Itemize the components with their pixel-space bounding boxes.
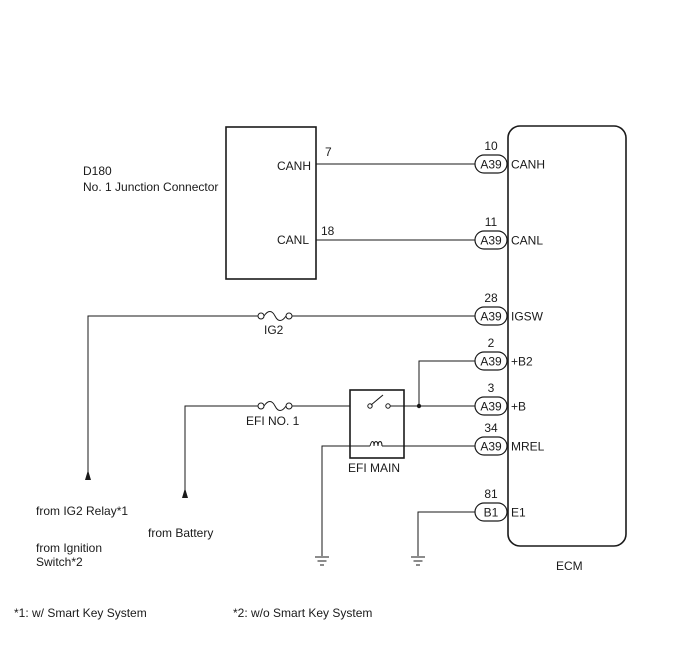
ecm-pin-canl-number: 11	[485, 215, 498, 229]
ecm-pin-igsw-connector: A39	[480, 310, 502, 324]
source-ig2-relay: from IG2 Relay*1	[36, 504, 128, 518]
ecm-pin-igsw: A39 28 IGSW	[474, 291, 544, 326]
junction-code: D180	[83, 164, 112, 178]
ecm-pin-mrel: A39 34 MREL	[474, 421, 545, 456]
ecm-pin-igsw-number: 28	[484, 291, 498, 305]
ecm-pin-e1: B1 81 E1	[474, 487, 526, 522]
ecm-pin-b-label: +B	[511, 400, 526, 414]
ecm-pin-canl-label: CANL	[511, 234, 543, 248]
ecm-pin-igsw-label: IGSW	[511, 310, 544, 324]
relay-switch-icon	[367, 394, 391, 409]
junction-pin-canl-label: CANL	[277, 233, 309, 247]
ecm-pin-e1-connector: B1	[484, 506, 499, 520]
ecm-pin-mrel-number: 34	[484, 421, 498, 435]
ecm-pin-e1-number: 81	[484, 487, 498, 501]
ecm-pin-b-connector: A39	[480, 400, 502, 414]
ecm-pin-canh: A39 10 CANH	[474, 139, 545, 174]
junction-pin-canh-number: 7	[325, 145, 332, 159]
footnote-2: *2: w/o Smart Key System	[233, 606, 372, 620]
ecm-pin-mrel-connector: A39	[480, 440, 502, 454]
arrow-up-icon	[85, 470, 91, 480]
ecm-pin-b2-number: 2	[488, 336, 495, 350]
ecm-pin-b2-label: +B2	[511, 355, 533, 369]
fuse-efi-no1-label: EFI NO. 1	[246, 414, 300, 428]
ecm-name: ECM	[556, 559, 583, 573]
junction-name: No. 1 Junction Connector	[83, 180, 218, 194]
arrow-up-icon	[182, 488, 188, 498]
junction-pin-canh-label: CANH	[277, 159, 311, 173]
fuse-ig2-icon	[257, 311, 293, 321]
fuse-efi-no1-icon	[257, 401, 293, 411]
wire-e1-ground	[417, 511, 475, 556]
wire-igsw	[87, 315, 258, 480]
ecm-pin-canh-connector: A39	[480, 158, 502, 172]
ecm-pin-b2-connector: A39	[480, 355, 502, 369]
ecm-pin-canl: A39 11 CANL	[474, 215, 543, 250]
junction-pin-canl-number: 18	[321, 224, 335, 238]
ecm-pin-b-number: 3	[488, 381, 495, 395]
ecm-pin-b2: A39 2 +B2	[474, 336, 533, 371]
junction-connector-box	[225, 126, 317, 280]
ecm-pin-e1-label: E1	[511, 506, 526, 520]
ecm-box	[507, 125, 627, 547]
source-battery: from Battery	[148, 526, 213, 540]
footnote-1: *1: w/ Smart Key System	[14, 606, 147, 620]
fuse-ig2-label: IG2	[264, 323, 284, 337]
ecm-pin-canh-label: CANH	[511, 158, 545, 172]
relay-efi-main-label: EFI MAIN	[348, 461, 400, 475]
wire-b2	[418, 360, 475, 406]
source-ignition-line2: Switch*2	[36, 555, 83, 569]
ecm-pin-mrel-label: MREL	[511, 440, 545, 454]
relay-efi-main-box	[349, 389, 405, 459]
ground-icon	[411, 556, 425, 566]
ecm-pin-canh-number: 10	[484, 139, 498, 153]
ground-icon	[315, 556, 329, 566]
source-ignition-line1: from Ignition	[36, 541, 102, 555]
ecm-pin-canl-connector: A39	[480, 234, 502, 248]
ecm-pin-b: A39 3 +B	[474, 381, 526, 416]
relay-coil-icon	[369, 441, 383, 447]
wire-relay-ground	[321, 445, 370, 556]
wire-battery	[184, 405, 258, 498]
